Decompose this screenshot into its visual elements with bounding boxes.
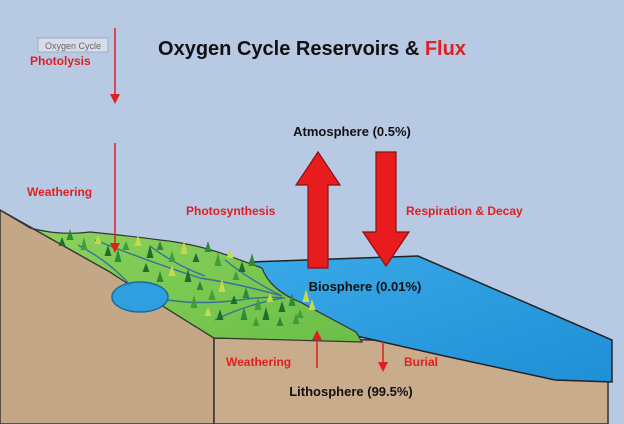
tree — [242, 287, 250, 298]
tree — [208, 289, 216, 300]
tree — [240, 307, 248, 320]
corner-label: Oxygen Cycle — [45, 41, 101, 51]
weathering-upper-label: Weathering — [27, 185, 92, 199]
lake — [111, 281, 169, 313]
tree — [58, 237, 66, 246]
tree — [190, 295, 198, 308]
weathering-lower-arrow-head — [312, 330, 322, 340]
tree — [66, 229, 74, 240]
lithosphere-label: Lithosphere (99.5%) — [289, 384, 413, 399]
tree — [254, 297, 262, 310]
tree — [196, 281, 204, 290]
tree — [114, 249, 122, 262]
tree — [156, 241, 164, 250]
photolysis-label: Photolysis — [30, 54, 91, 68]
tree — [80, 237, 88, 250]
tree — [288, 293, 296, 306]
biosphere-label: Biosphere (0.01%) — [309, 279, 422, 294]
weathering-lower-label: Weathering — [226, 355, 291, 369]
tree — [230, 295, 238, 304]
corner-label-box — [37, 37, 109, 53]
tree — [296, 309, 304, 318]
tree — [266, 293, 274, 302]
tree — [122, 241, 130, 250]
title-flux: Flux — [425, 38, 466, 60]
tree — [214, 253, 222, 266]
photosynthesis-arrow — [294, 150, 342, 269]
tree — [278, 301, 286, 312]
tree — [308, 299, 316, 310]
tree — [218, 279, 226, 292]
tree — [134, 235, 142, 246]
tree — [168, 251, 176, 262]
photolysis-arrow-head — [110, 94, 120, 104]
respiration-decay-label: Respiration & Decay — [406, 204, 523, 218]
weathering-upper-arrow-head — [110, 243, 120, 253]
tree — [226, 249, 234, 258]
tree — [232, 271, 240, 280]
tree — [292, 313, 300, 324]
tree — [104, 245, 112, 256]
tree — [276, 317, 284, 326]
burial-label: Burial — [404, 355, 438, 369]
atmosphere-label: Atmosphere (0.5%) — [293, 124, 411, 139]
diagram-title: Oxygen Cycle Reservoirs & Flux — [158, 38, 466, 60]
tree — [180, 241, 188, 254]
tree — [252, 317, 260, 326]
tree — [142, 263, 150, 272]
respiration-decay-arrow — [361, 151, 411, 268]
tree — [184, 269, 192, 282]
land-surface — [0, 209, 364, 343]
forest — [58, 229, 316, 326]
rivers — [77, 239, 286, 321]
tree — [204, 307, 212, 316]
tree — [156, 271, 164, 282]
tree — [192, 253, 200, 262]
tree — [94, 235, 102, 244]
burial-arrow-head — [378, 362, 388, 372]
title-main: Oxygen Cycle Reservoirs & — [158, 38, 425, 60]
tree — [168, 265, 176, 276]
tree — [302, 289, 310, 302]
tree — [262, 307, 270, 320]
tree — [238, 261, 246, 272]
tree — [216, 309, 224, 320]
tree — [248, 253, 256, 266]
tree — [204, 241, 212, 252]
tree — [146, 245, 154, 258]
photosynthesis-label: Photosynthesis — [186, 204, 276, 218]
